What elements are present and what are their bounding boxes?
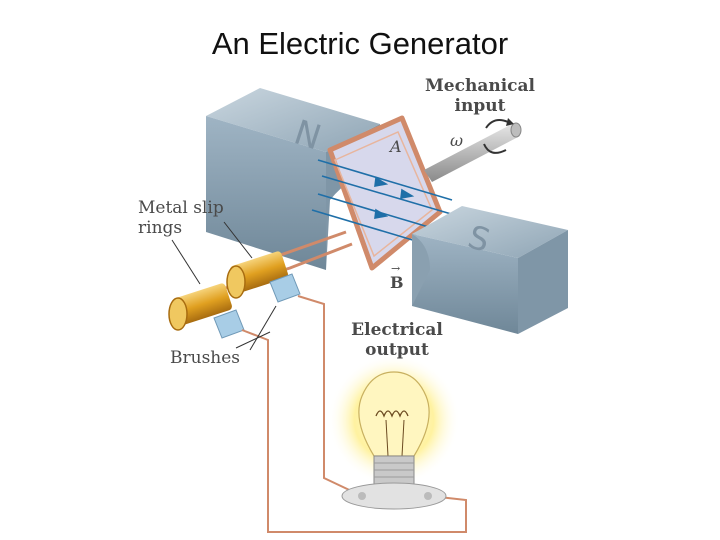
label-leaders	[171, 221, 277, 351]
slip-rings	[168, 251, 288, 331]
light-bulb-icon	[328, 354, 460, 510]
slip-rings-line2: rings	[138, 218, 183, 238]
magnetic-field-label: B	[390, 273, 404, 292]
electrical-output-line1: Electrical	[351, 320, 443, 340]
brushes	[213, 273, 301, 339]
area-label: A	[388, 137, 402, 156]
mechanical-input-line1: Mechanical	[424, 76, 535, 96]
mechanical-input-label: Mechanical input	[420, 76, 540, 116]
output-wires	[241, 295, 467, 533]
slide-title: An Electric Generator	[211, 26, 509, 61]
angular-velocity-label: ω	[450, 131, 463, 150]
electrical-output-line2: output	[365, 340, 429, 360]
field-vector-arrow: →	[391, 262, 400, 275]
shaft	[424, 118, 522, 182]
slip-rings-line1: Metal slip	[138, 198, 224, 218]
south-magnet: S	[412, 206, 568, 334]
slip-rings-label: Metal slip rings	[138, 198, 224, 238]
mechanical-input-line2: input	[454, 96, 506, 116]
brushes-label: Brushes	[170, 348, 241, 368]
electrical-output-label: Electrical output	[342, 320, 452, 360]
